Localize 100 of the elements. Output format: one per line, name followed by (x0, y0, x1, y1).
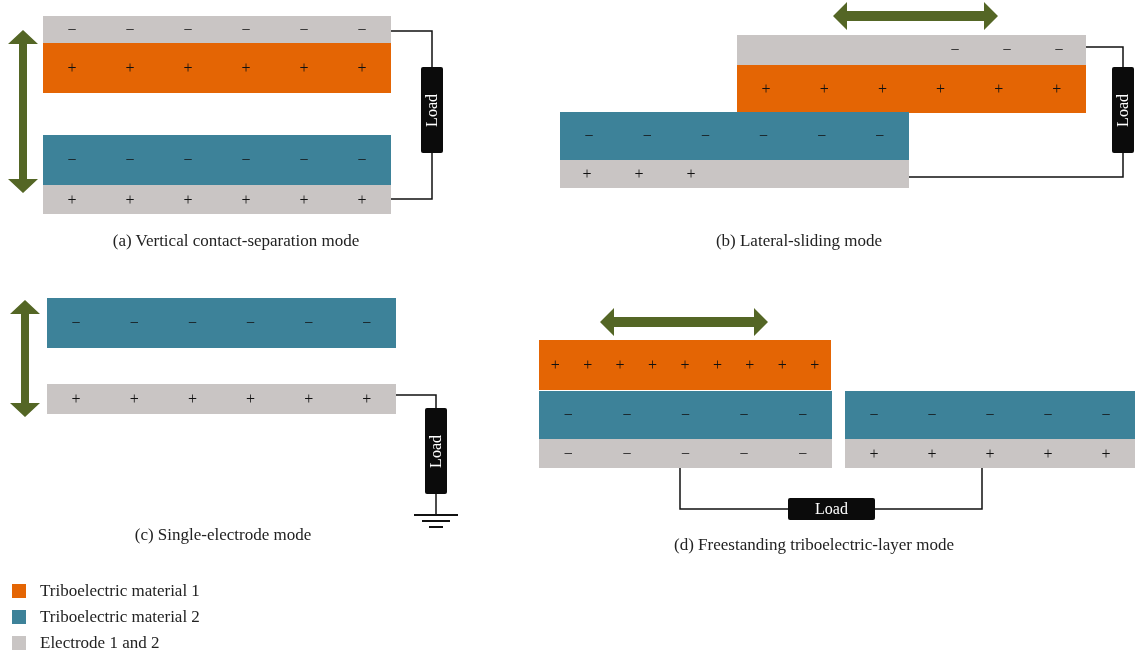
charge-sign: − (240, 152, 252, 168)
load-resistor (425, 408, 447, 494)
wire (395, 394, 437, 409)
charge-sign: + (124, 191, 136, 208)
charge-sign: − (562, 407, 574, 423)
charge-sign: − (1053, 42, 1065, 58)
wire (390, 152, 433, 200)
charge-sign: + (876, 81, 888, 97)
electrode-layer (737, 35, 1086, 65)
triboelectric-material-layer (539, 340, 831, 390)
charge-sign: − (874, 128, 886, 144)
charge-sign: + (298, 191, 310, 208)
panel-caption: (c) Single-electrode mode (134, 525, 312, 545)
charge-sign: + (809, 357, 821, 373)
charge-sign: − (356, 21, 368, 38)
charge-sign: + (128, 391, 140, 407)
load-label: Load (1115, 93, 1131, 127)
charge-sign: + (614, 357, 626, 373)
wire (435, 493, 437, 515)
panel-caption: (b) Lateral-sliding mode (715, 231, 883, 251)
load-resistor (1112, 67, 1134, 153)
legend-label: Triboelectric material 1 (40, 581, 200, 601)
charge-sign: − (186, 315, 198, 331)
triboelectric-material-layer (560, 112, 909, 160)
charge-sign: + (70, 391, 82, 407)
legend-label: Electrode 1 and 2 (40, 633, 160, 653)
charge-sign: − (1042, 407, 1054, 423)
triboelectric-material-layer (845, 391, 1135, 439)
load-label: Load (428, 434, 444, 468)
wire (874, 467, 983, 510)
charge-sign: − (356, 152, 368, 168)
charge-sign: − (583, 128, 595, 144)
charge-sign: + (647, 357, 659, 373)
wire (1085, 46, 1124, 68)
electrode-layer (43, 185, 391, 214)
charge-sign: − (868, 407, 880, 423)
wire (390, 30, 433, 68)
charge-sign: + (186, 391, 198, 407)
charge-sign: + (685, 166, 697, 182)
charge-sign: − (699, 128, 711, 144)
wire (908, 152, 1124, 178)
load-resistor (421, 67, 443, 153)
charge-sign: − (182, 152, 194, 168)
charge-sign: + (926, 445, 938, 462)
electrode-layer (47, 384, 396, 414)
charge-sign: − (124, 21, 136, 38)
charge-sign: − (949, 42, 961, 58)
charge-sign: − (361, 315, 373, 331)
wire (679, 467, 789, 510)
charge-sign: + (935, 81, 947, 97)
electrode-layer (560, 160, 909, 188)
charge-sign: − (621, 445, 633, 462)
electrode-layer (845, 439, 1135, 468)
charge-sign: − (245, 315, 257, 331)
charge-sign: − (182, 21, 194, 38)
charge-sign: − (562, 445, 574, 462)
charge-sign: + (1100, 445, 1112, 462)
charge-sign: − (1001, 42, 1013, 58)
charge-sign: + (303, 391, 315, 407)
charge-sign: + (356, 191, 368, 208)
charge-sign: + (993, 81, 1005, 97)
legend-label: Triboelectric material 2 (40, 607, 200, 627)
charge-sign: − (738, 445, 750, 462)
charge-sign: − (816, 128, 828, 144)
charge-sign: − (240, 21, 252, 38)
charge-sign: − (298, 152, 310, 168)
charge-sign: − (128, 315, 140, 331)
charge-sign: + (582, 357, 594, 373)
charge-sign: + (66, 60, 78, 76)
charge-sign: + (361, 391, 373, 407)
charge-sign: + (1042, 445, 1054, 462)
charge-sign: − (926, 407, 938, 423)
charge-sign: − (758, 128, 770, 144)
charge-sign: + (868, 445, 880, 462)
charge-sign: + (182, 191, 194, 208)
charge-sign: + (776, 357, 788, 373)
charge-sign: + (356, 60, 368, 76)
triboelectric-material-layer (539, 391, 832, 439)
charge-sign: − (984, 407, 996, 423)
load-resistor (788, 498, 875, 520)
charge-sign: + (760, 81, 772, 97)
charge-sign: + (711, 357, 723, 373)
charge-sign: + (633, 166, 645, 182)
charge-sign: − (70, 315, 82, 331)
charge-sign: − (738, 407, 750, 423)
charge-sign: − (797, 445, 809, 462)
load-label: Load (424, 93, 440, 127)
charge-sign: − (621, 407, 633, 423)
triboelectric-material-layer (43, 135, 391, 185)
charge-sign: − (124, 152, 136, 168)
charge-sign: − (66, 21, 78, 38)
charge-sign: − (1100, 407, 1112, 423)
charge-sign: + (818, 81, 830, 97)
charge-sign: + (984, 445, 996, 462)
charge-sign: + (245, 391, 257, 407)
charge-sign: + (240, 60, 252, 76)
electrode-layer (539, 439, 832, 468)
charge-sign: − (679, 445, 691, 462)
charge-sign: − (298, 21, 310, 38)
charge-sign: − (797, 407, 809, 423)
